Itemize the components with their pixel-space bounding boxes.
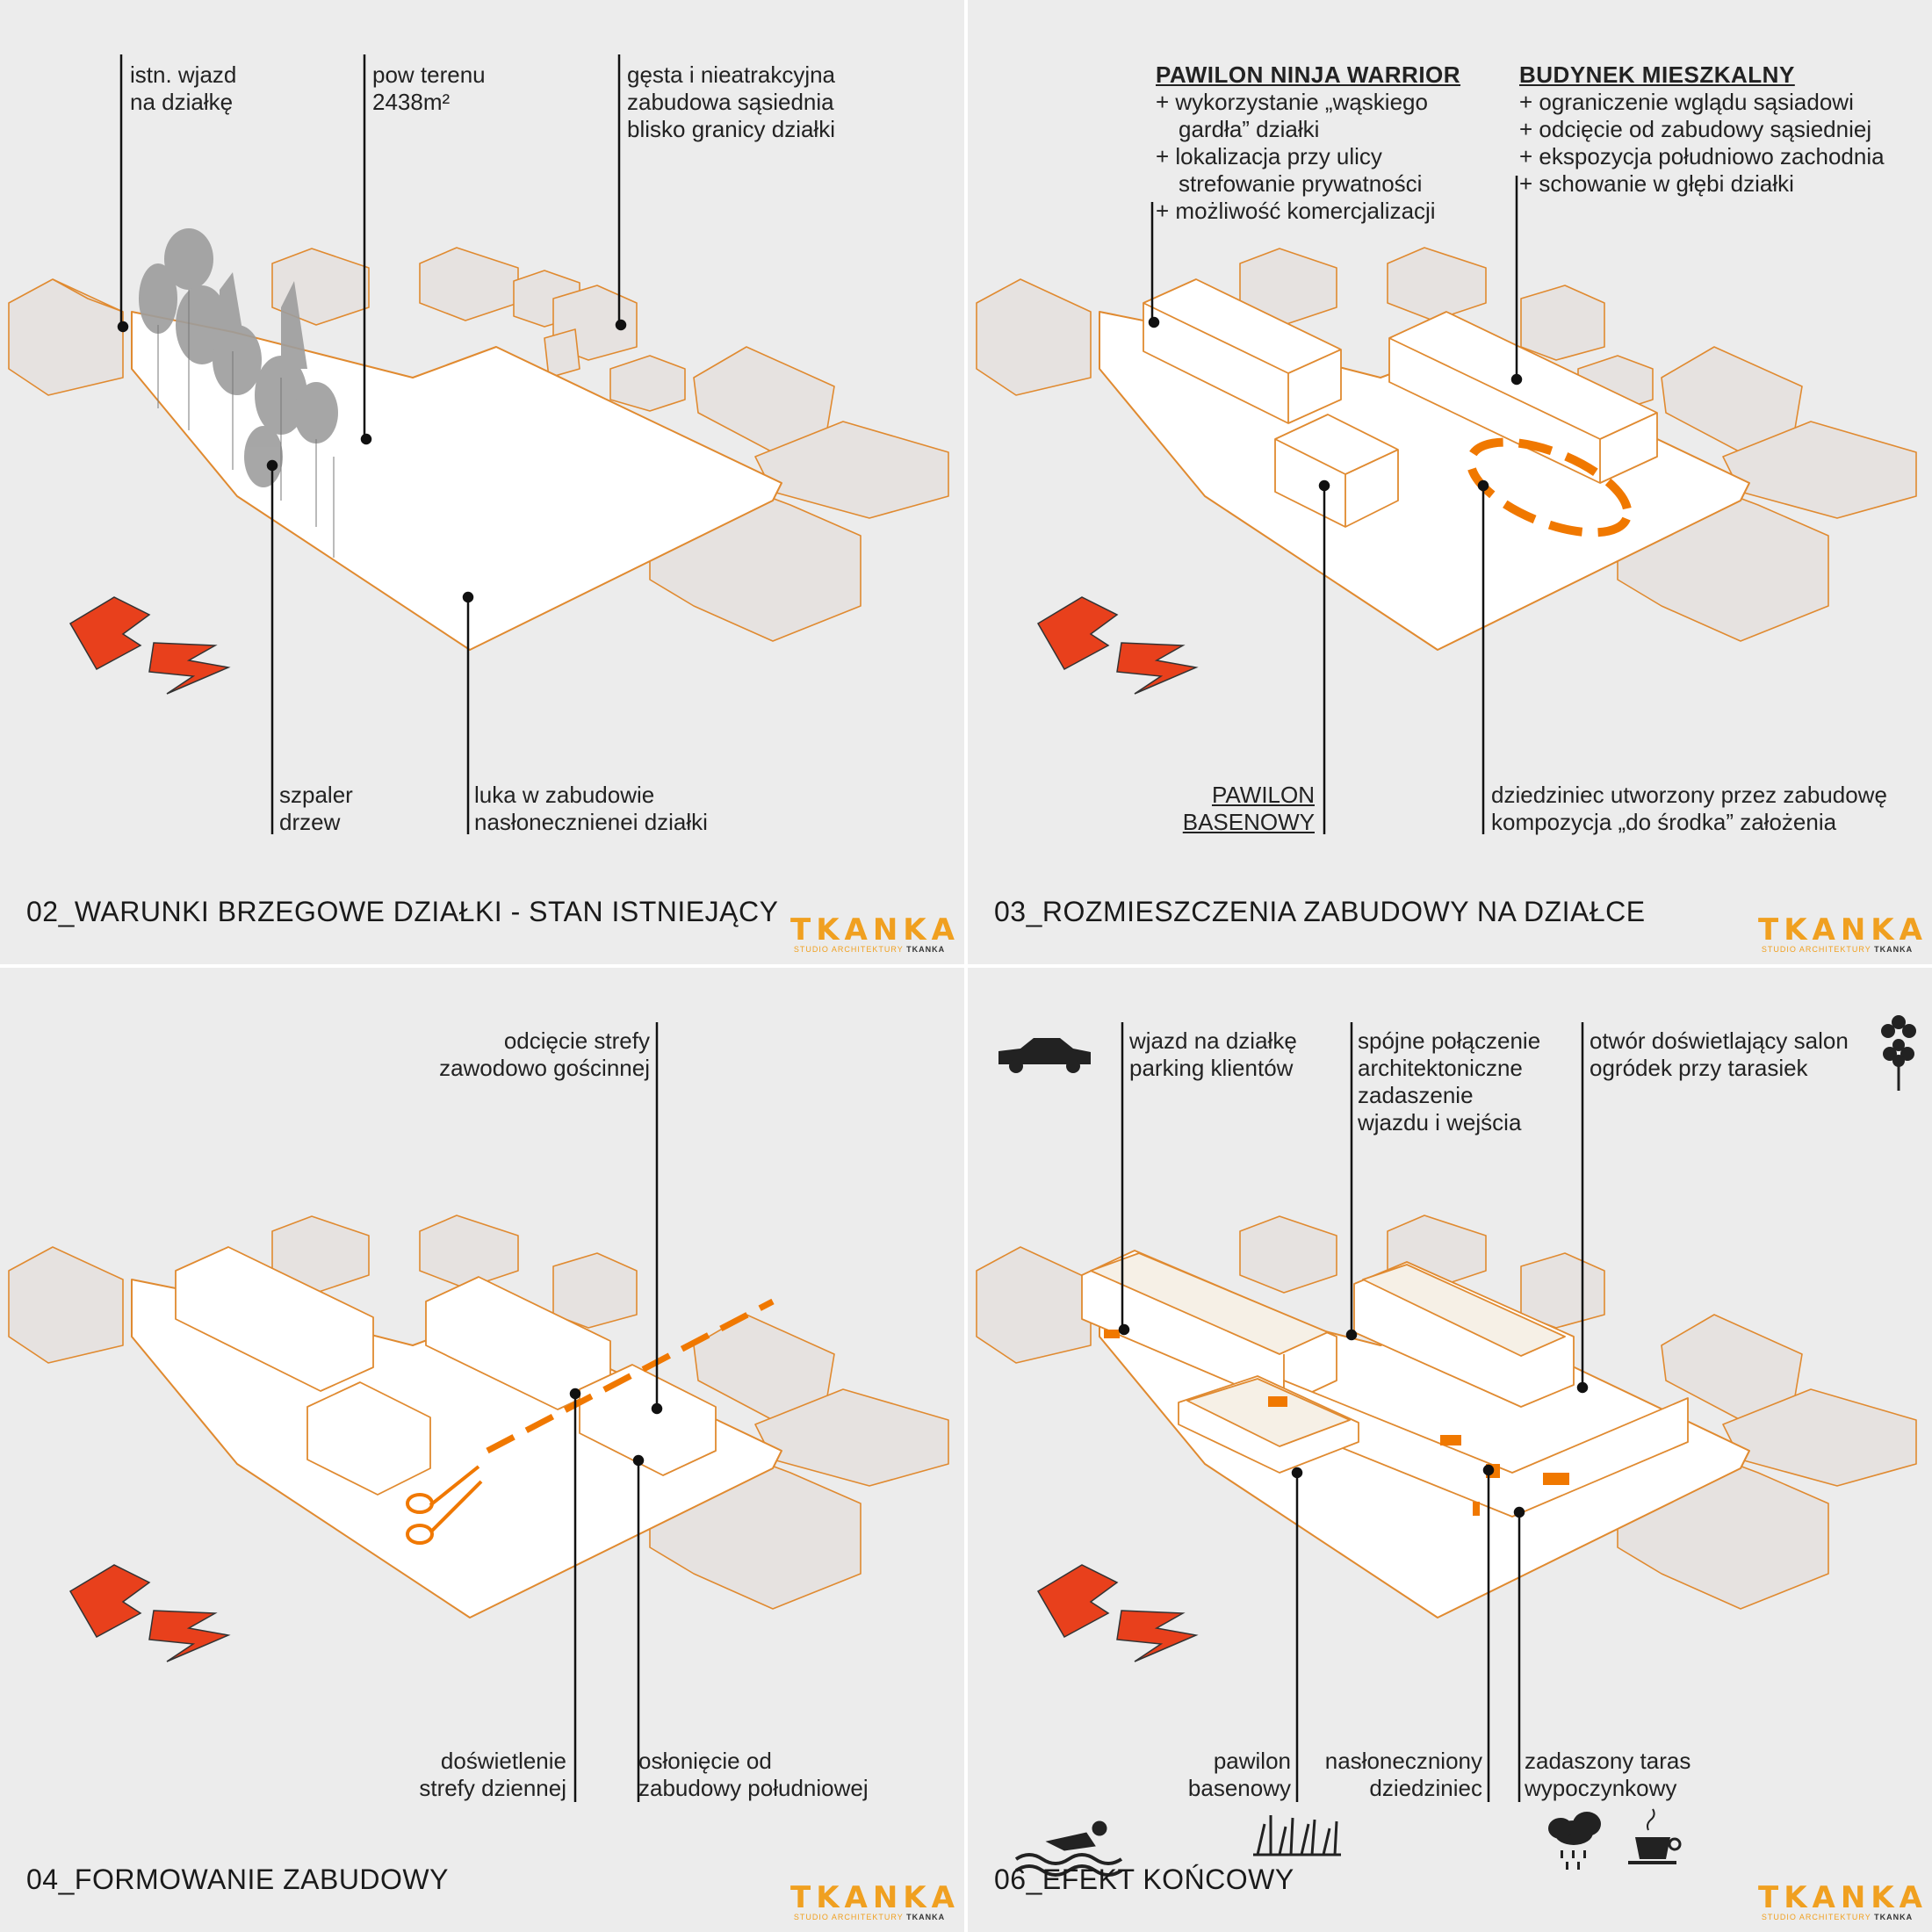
neighbor-house [419,247,519,321]
north-arrow-icon [68,1564,231,1662]
site-diagram-forming [8,1022,949,1802]
swimmer-icon [1014,1820,1123,1877]
scissors-icon [406,1465,483,1545]
panel-separator-horizontal [0,964,1932,968]
panel-title: 04_FORMOWANIE ZABUDOWY [26,1864,449,1895]
north-arrow-icon [1036,596,1199,695]
neighbor-house [544,328,580,378]
north-arrow-icon [1036,1564,1199,1662]
site-diagram-final [976,1015,1917,1877]
north-arrow-icon [68,596,231,695]
rain-cloud-icon [1548,1812,1601,1870]
tree-trunks [157,290,335,558]
coffee-cup-icon [1628,1808,1682,1864]
label-residential-building: BUDYNEK MIESZKALNY + ograniczenie wglądu… [1519,61,1885,197]
panel-title: 02_WARUNKI BRZEGOWE DZIAŁKI - STAN ISTNI… [26,896,779,927]
flower-icon [1881,1015,1916,1091]
cut-line [486,1298,775,1454]
studio-logo: TKANKA STUDIO ARCHITEKTURY TKANKA [1758,1880,1928,1921]
studio-logo: TKANKA STUDIO ARCHITEKTURY TKANKA [1758,912,1928,954]
residential-building [1388,311,1658,484]
site-diagram-existing [8,54,949,834]
studio-logo: TKANKA STUDIO ARCHITEKTURY TKANKA [790,912,960,954]
neighbor-house [8,278,124,396]
studio-logo: TKANKA STUDIO ARCHITEKTURY TKANKA [790,1880,960,1921]
panel-building-placement: PAWILON NINJA WARRIOR + wykorzystanie „w… [968,0,1932,964]
car-icon [998,1038,1091,1073]
grass-icon [1253,1815,1341,1856]
panel-title: 03_ROZMIESZCZENIA ZABUDOWY NA DZIAŁCE [994,896,1646,927]
panel-title: 06_EFEKT KOŃCOWY [994,1864,1294,1895]
site-diagram-placement [976,176,1917,834]
label-ninja-pavilion: PAWILON NINJA WARRIOR + wykorzystanie „w… [1156,61,1461,224]
neighbor-house [609,355,686,412]
courtyard-marker [1466,437,1633,537]
